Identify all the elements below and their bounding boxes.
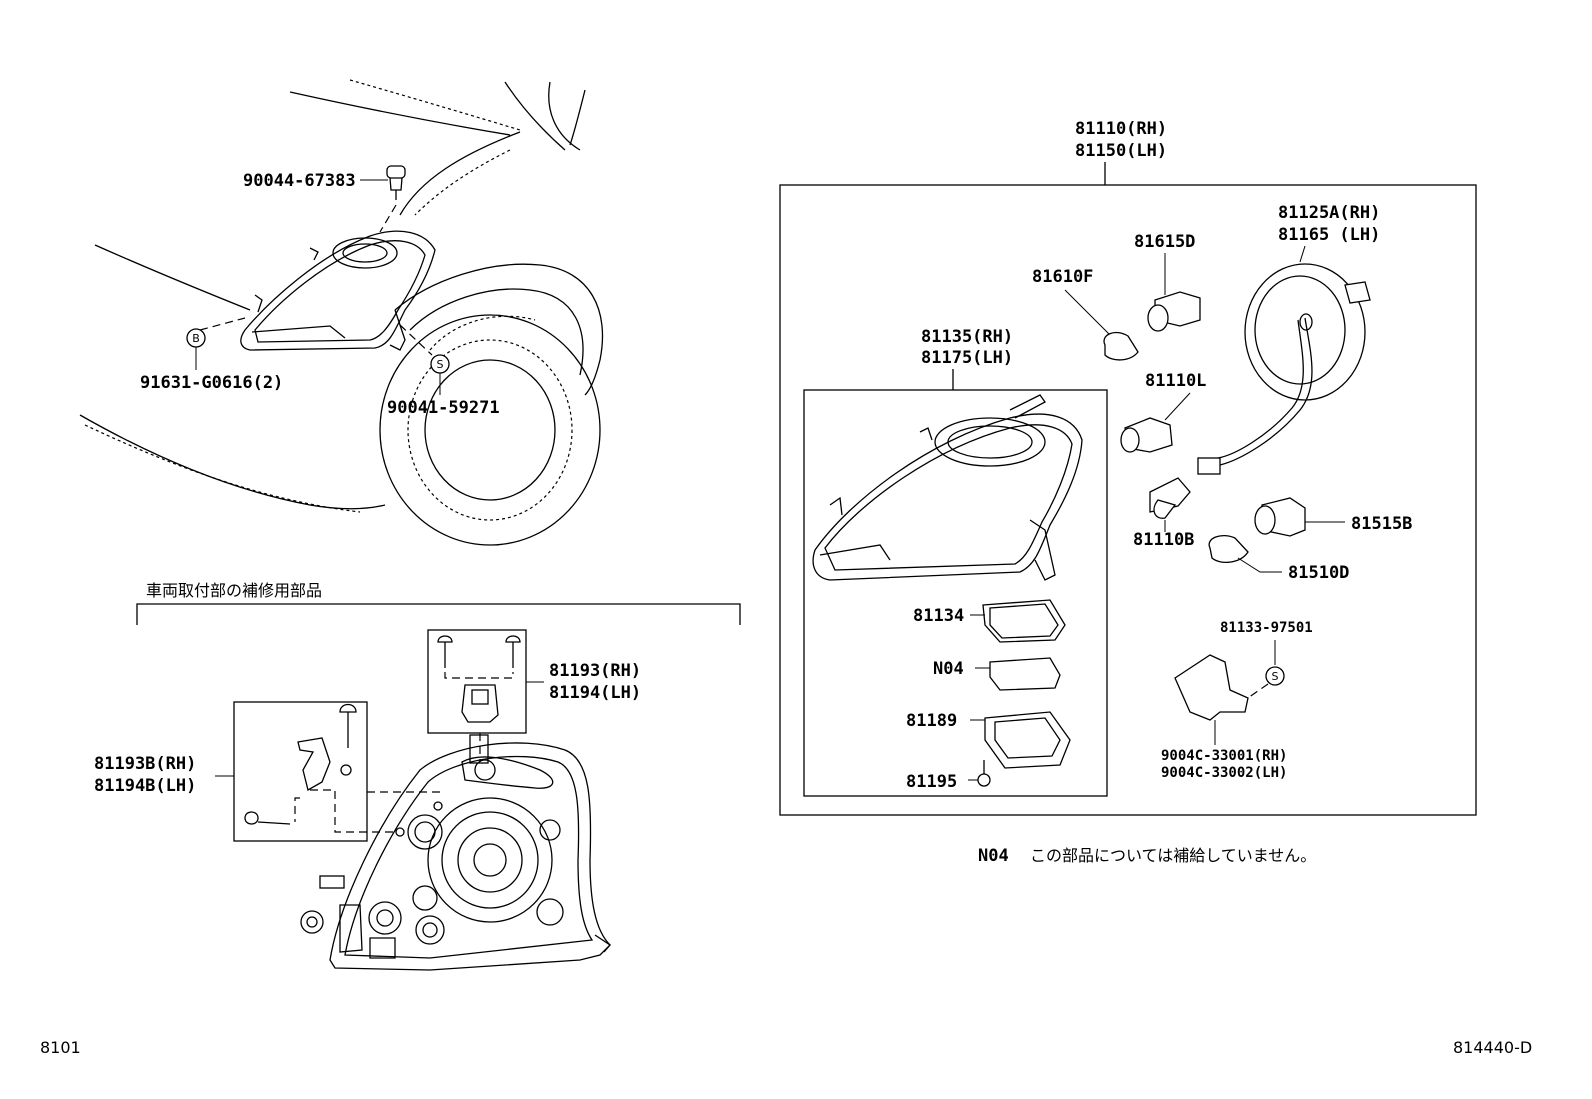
label-81194b-lh: 81194B(LH) <box>94 776 196 796</box>
label-9004c-33001-rh: 9004C-33001(RH) <box>1161 748 1287 764</box>
bracket-81193b-drawing <box>244 703 395 833</box>
label-81510d: 81510D <box>1288 563 1349 583</box>
label-81615d: 81615D <box>1134 232 1195 252</box>
n04-note-code: N04 <box>978 846 1009 866</box>
label-81134: 81134 <box>913 606 964 626</box>
label-81110-rh: 81110(RH) <box>1075 119 1167 139</box>
label-81195: 81195 <box>906 772 957 792</box>
label-81125a-rh: 81125A(RH) <box>1278 203 1380 223</box>
label-90041-59271: 90041-59271 <box>387 398 500 418</box>
headlamp-unit-drawing <box>812 394 1083 581</box>
label-n04: N04 <box>933 659 964 679</box>
repair-parts-header: 車両取付部の補修用部品 <box>146 581 322 600</box>
label-81193b-rh: 81193B(RH) <box>94 754 196 774</box>
label-81189: 81189 <box>906 711 957 731</box>
callout-b-marker <box>186 328 206 348</box>
headlamp-housing-rear-view <box>300 734 611 971</box>
vehicle-context-illustration <box>79 79 604 546</box>
label-91631-g0616: 91631-G0616(2) <box>140 373 283 393</box>
label-81110l: 81110L <box>1145 371 1206 391</box>
label-81175-lh: 81175(LH) <box>921 348 1013 368</box>
callout-s-text-2: S <box>1272 670 1279 683</box>
bracket-81193-drawing <box>437 635 521 723</box>
label-90044-67383: 90044-67383 <box>243 171 356 191</box>
callout-s-text: S <box>437 358 444 371</box>
label-81150-lh: 81150(LH) <box>1075 141 1167 161</box>
label-81165-lh: 81165 (LH) <box>1278 225 1380 245</box>
unit-81135-box <box>803 389 1108 797</box>
label-81135-rh: 81135(RH) <box>921 327 1013 347</box>
label-81193-rh: 81193(RH) <box>549 661 641 681</box>
callout-s-marker <box>430 354 450 374</box>
callout-s-marker-2 <box>1265 666 1285 686</box>
label-81194-lh: 81194(LH) <box>549 683 641 703</box>
label-81515b: 81515B <box>1351 514 1412 534</box>
assembly-81110-box <box>779 184 1477 816</box>
label-9004c-33002-lh: 9004C-33002(LH) <box>1161 765 1287 781</box>
footer-right-code: 814440-D <box>1453 1038 1532 1057</box>
n04-note-text: この部品については補給していません。 <box>1030 846 1316 865</box>
label-81133-97501: 81133-97501 <box>1220 620 1313 636</box>
footer-left-code: 8101 <box>40 1038 81 1057</box>
callout-b-text: B <box>192 332 200 345</box>
bracket-81193b-box <box>233 701 368 842</box>
label-81610f: 81610F <box>1032 267 1093 287</box>
label-81110b: 81110B <box>1133 530 1194 550</box>
